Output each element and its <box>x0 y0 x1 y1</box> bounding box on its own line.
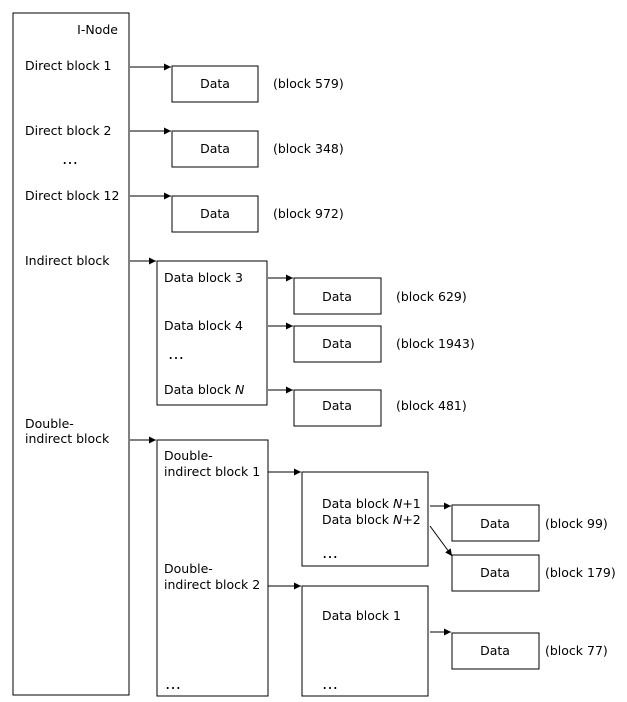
indirect-item-data-block-4: Data block 4 <box>164 318 243 333</box>
inode-title: I-Node <box>77 22 118 37</box>
direct-block-1-label: Direct block 1 <box>25 58 112 73</box>
data-box-1943 <box>293 325 382 363</box>
direct-block-2-label: Direct block 2 <box>25 123 112 138</box>
data-label: Data <box>200 76 230 91</box>
block-number: (block 481) <box>396 398 467 413</box>
data-label: Data <box>480 565 510 580</box>
block-number: (block 629) <box>396 289 467 304</box>
direct-block-12-label: Direct block 12 <box>25 188 119 203</box>
block-number: (block 348) <box>273 141 344 156</box>
inode-box <box>12 12 130 696</box>
data-label: Data <box>322 336 352 351</box>
double-indirect-block-2-box <box>301 585 429 697</box>
double-indirect-label-line2: indirect block <box>25 431 110 446</box>
double-indirect-block-box <box>156 439 269 697</box>
block-number: (block 972) <box>273 206 344 221</box>
double-indirect-block-1-box <box>301 471 429 567</box>
block-number: (block 579) <box>273 76 344 91</box>
arrow-n-plus-2 <box>429 525 453 557</box>
indirect-block-label: Indirect block <box>25 253 110 268</box>
indirect-item-data-block-n: Data block N <box>164 382 245 397</box>
block-number: (block 99) <box>545 516 608 531</box>
double-indirect-label-line1: Double- <box>25 416 74 431</box>
double-block-2-ellipsis: … <box>322 674 339 693</box>
double-ellipsis: … <box>165 674 182 693</box>
double-block-2-item-1: Data block 1 <box>322 608 401 623</box>
double-item-1-line1: Double- <box>164 448 213 463</box>
indirect-block-box <box>156 260 268 406</box>
data-block-n-plus-2: Data block N+2 <box>322 512 421 527</box>
double-item-2-line2: indirect block 2 <box>164 577 260 592</box>
data-box-579 <box>171 65 259 103</box>
block-number: (block 77) <box>545 643 608 658</box>
data-box-629 <box>293 277 382 315</box>
data-label: Data <box>480 516 510 531</box>
double-item-1-line2: indirect block 1 <box>164 464 260 479</box>
indirect-item-data-block-3: Data block 3 <box>164 270 243 285</box>
data-box-179 <box>451 554 540 592</box>
data-label: Data <box>480 643 510 658</box>
data-box-77 <box>451 632 540 670</box>
data-label: Data <box>322 398 352 413</box>
data-label: Data <box>200 141 230 156</box>
double-item-2-line1: Double- <box>164 561 213 576</box>
data-box-481 <box>293 389 382 427</box>
indirect-ellipsis: … <box>168 344 185 363</box>
data-box-99 <box>451 504 540 542</box>
data-box-972 <box>171 195 259 233</box>
data-label: Data <box>200 206 230 221</box>
data-label: Data <box>322 289 352 304</box>
block-number: (block 1943) <box>396 336 475 351</box>
double-block-1-ellipsis: … <box>322 543 339 562</box>
block-number: (block 179) <box>545 565 616 580</box>
data-block-n-plus-1: Data block N+1 <box>322 496 421 511</box>
data-box-348 <box>171 130 259 168</box>
direct-ellipsis: … <box>62 149 79 168</box>
